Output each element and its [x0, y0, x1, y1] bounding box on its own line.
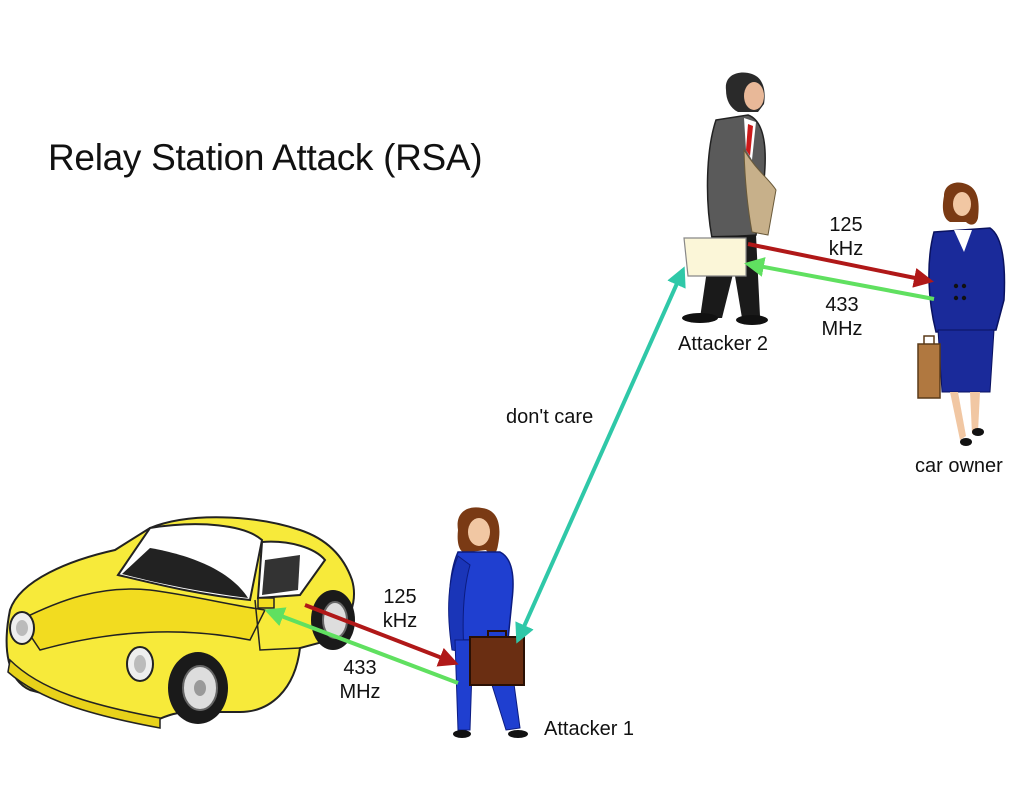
car-attacker1-high-freq-label: 433 MHz	[339, 657, 381, 703]
car-illustration	[5, 516, 355, 729]
attacker2-figure	[682, 72, 777, 325]
diagram-title: Relay Station Attack (RSA)	[48, 137, 483, 178]
attacker2-owner-high-freq-arrow	[744, 257, 935, 301]
car-owner-figure	[917, 182, 1006, 446]
attacker1-label: Attacker 1	[544, 718, 635, 740]
attacker2-owner-low-freq-label: 125 kHz	[828, 214, 864, 260]
relay-link-label: don't care	[506, 406, 594, 428]
attacker2-label: Attacker 2	[678, 333, 769, 355]
car-attacker1-low-freq-arrow	[304, 603, 459, 667]
attacker2-owner-low-freq-arrow	[747, 242, 934, 288]
attacker2-owner-high-freq-label: 433 MHz	[821, 294, 863, 340]
relay-link-arrow	[515, 266, 686, 644]
car-owner-label: car owner	[915, 455, 1003, 477]
attacker1-figure	[448, 507, 528, 738]
car-attacker1-low-freq-label: 125 kHz	[382, 586, 418, 632]
car-attacker1-high-freq-arrow	[264, 607, 459, 685]
